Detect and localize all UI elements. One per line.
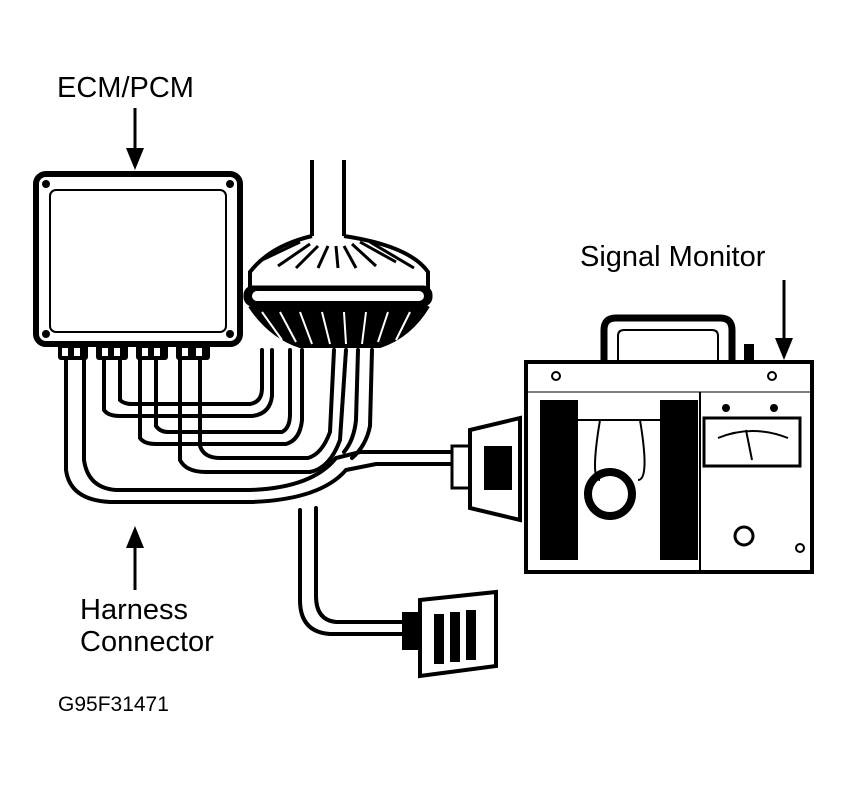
ecm-arrow	[126, 108, 144, 170]
ecm-pcm-label: ECM/PCM	[57, 72, 194, 104]
monitor-side-connector	[450, 415, 522, 523]
harness-label-line2: Connector	[80, 626, 214, 658]
harness-cables	[64, 348, 454, 636]
harness-arrow	[126, 526, 144, 590]
harness-label-line1: Harness	[80, 594, 188, 626]
signal-monitor-device	[524, 314, 814, 574]
ecm-pcm-module	[33, 171, 243, 360]
lower-connector	[402, 589, 498, 679]
signal-monitor-arrow	[775, 280, 793, 360]
signal-monitor-label: Signal Monitor	[580, 241, 766, 273]
harness-bundle	[243, 160, 433, 348]
harness-connector-label: Harness Connector	[80, 594, 214, 658]
figure-code: G95F31471	[58, 693, 169, 716]
